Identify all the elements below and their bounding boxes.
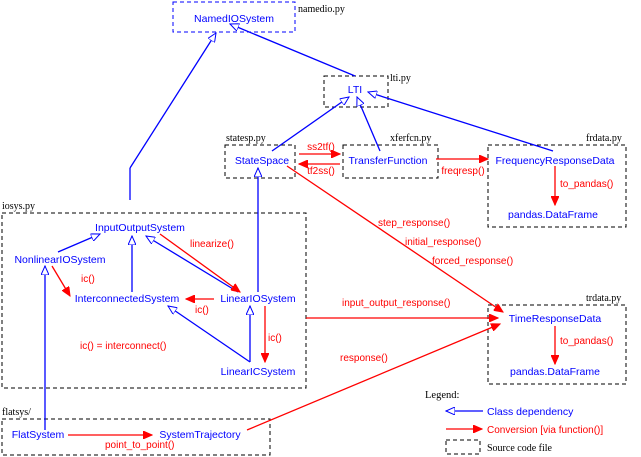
dep-linearios-to-iosystem <box>146 236 239 293</box>
file-label-statesp: statesp.py <box>226 133 266 144</box>
fn-to-pandas-fr: to_pandas() <box>560 179 613 190</box>
class-pandas-dataframe-fr: pandas.DataFrame <box>508 209 598 221</box>
fn-step-response: step_response() <box>378 218 450 229</box>
class-named-io-system: NamedIOSystem <box>194 13 274 25</box>
fn-freqresp: freqresp() <box>441 166 484 177</box>
fn-tf2ss: tf2ss() <box>307 166 335 177</box>
class-nonlinear-io-system: NonlinearIOSystem <box>14 254 105 266</box>
file-box-lti <box>323 75 389 108</box>
file-label-frdata: frdata.py <box>586 133 622 144</box>
dep-iosys-to-namedio-b <box>129 33 216 169</box>
class-linear-ic-system: LinearICSystem <box>221 366 296 378</box>
dep-nonlinear-to-iosystem <box>57 234 100 253</box>
dep-frd-to-lti <box>368 92 554 152</box>
legend-title: Legend: <box>425 390 459 401</box>
class-linear-io-system: LinearIOSystem <box>220 293 296 305</box>
conv-linearize <box>159 233 240 292</box>
file-box-trdata <box>487 304 627 385</box>
file-label-namedio: namedio.py <box>298 4 345 15</box>
file-box-iosys <box>1 212 307 389</box>
class-frequency-response-data: FrequencyResponseData <box>495 155 614 167</box>
class-transfer-function: TransferFunction <box>349 155 428 167</box>
legend-source-file-box <box>445 439 481 455</box>
dep-tf-to-lti <box>357 97 381 152</box>
file-box-xferfcn <box>342 144 439 179</box>
conv-ic-nonlinear <box>51 265 70 296</box>
class-box-named-io-system <box>172 1 296 33</box>
dep-linearic-to-interconnected <box>168 306 251 363</box>
conv-responses <box>286 165 503 312</box>
fn-point-to-point: point_to_point() <box>105 440 175 451</box>
class-flat-system: FlatSystem <box>12 429 65 441</box>
class-lti: LTI <box>348 84 362 96</box>
legend-class-dependency-label: Class dependency <box>487 406 574 418</box>
dep-lti-to-namedio <box>230 24 356 77</box>
class-interconnected-system: InterconnectedSystem <box>75 293 180 305</box>
file-label-trdata: trdata.py <box>586 293 621 304</box>
file-box-flatsys <box>1 418 271 456</box>
dep-statespace-to-lti <box>271 97 349 152</box>
fn-to-pandas-tr: to_pandas() <box>560 336 613 347</box>
class-system-trajectory: SystemTrajectory <box>159 429 241 441</box>
fn-ic-interconnect: ic() = interconnect() <box>80 341 166 352</box>
fn-forced-response: forced_response() <box>432 256 513 267</box>
fn-linearize: linearize() <box>190 239 234 250</box>
class-pandas-dataframe-tr: pandas.DataFrame <box>510 366 600 378</box>
fn-response: response() <box>340 353 388 364</box>
file-box-frdata <box>487 144 627 228</box>
file-label-flatsys: flatsys/ <box>2 407 31 418</box>
fn-ic-linearios: ic() <box>195 305 209 316</box>
class-time-response-data: TimeResponseData <box>509 313 602 325</box>
file-label-iosys: iosys.py <box>2 201 35 212</box>
file-box-statesp <box>224 144 296 179</box>
legend-source-file-label: Source code file <box>487 443 553 454</box>
fn-ic-linearic: ic() <box>268 333 282 344</box>
file-label-lti: lti.py <box>390 73 411 84</box>
class-input-output-system: InputOutputSystem <box>95 222 185 234</box>
fn-initial-response: initial_response() <box>405 237 481 248</box>
fn-ic-nonlinear: ic() <box>81 274 95 285</box>
file-label-xferfcn: xferfcn.py <box>390 133 431 144</box>
fn-input-output-response: input_output_response() <box>342 298 450 309</box>
class-state-space: StateSpace <box>235 155 289 167</box>
conv-response <box>246 324 500 431</box>
fn-ss2tf: ss2tf() <box>307 142 335 153</box>
legend-conversion-label: Conversion [via function()] <box>487 425 603 436</box>
